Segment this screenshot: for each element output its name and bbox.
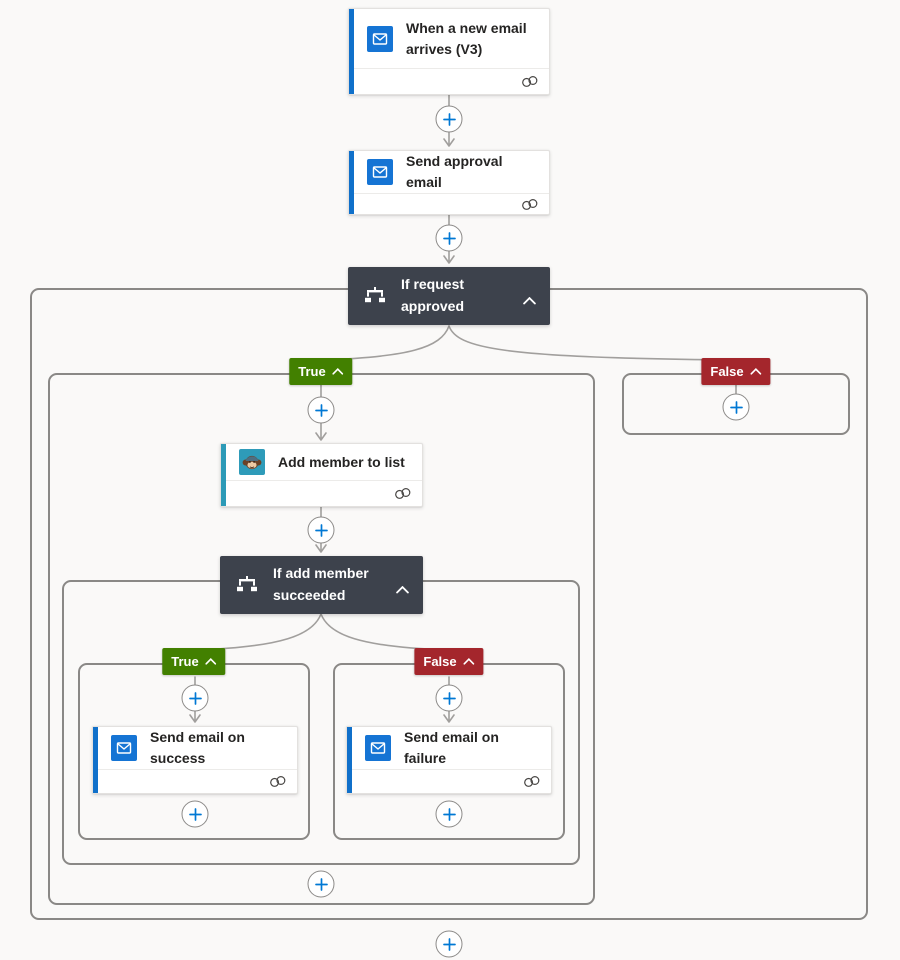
condition-title: If request approved <box>401 276 465 314</box>
connection-link-icon[interactable] <box>523 775 541 788</box>
card-accent-bar <box>221 444 226 506</box>
card-accent-bar <box>349 9 354 94</box>
true-branch-badge-inner[interactable]: True <box>162 648 226 675</box>
insert-step-button[interactable] <box>181 684 209 712</box>
chevron-up-icon[interactable] <box>523 292 536 305</box>
chevron-up-icon <box>205 658 217 665</box>
mailchimp-icon <box>239 449 265 475</box>
insert-step-button[interactable] <box>307 516 335 544</box>
badge-label: False <box>710 364 744 379</box>
add-member-to-list-card[interactable]: Add member to list <box>220 443 423 507</box>
connection-link-icon[interactable] <box>394 487 412 500</box>
chevron-up-icon[interactable] <box>396 581 409 594</box>
insert-step-button[interactable] <box>435 930 463 958</box>
insert-step-button[interactable] <box>307 870 335 898</box>
send-email-on-success-card[interactable]: Send email on success <box>92 726 298 794</box>
badge-label: False <box>423 654 457 669</box>
outlook-mail-icon <box>367 159 393 185</box>
condition-branch-icon <box>236 576 258 594</box>
outlook-mail-icon <box>365 735 391 761</box>
insert-step-button[interactable] <box>435 684 463 712</box>
card-accent-bar <box>347 727 352 793</box>
insert-step-button[interactable] <box>435 800 463 828</box>
card-title: Send email on success <box>150 729 245 766</box>
chevron-up-icon <box>463 658 475 665</box>
insert-step-button[interactable] <box>181 800 209 828</box>
insert-step-button[interactable] <box>435 105 463 133</box>
condition-branch-icon <box>364 287 386 305</box>
card-accent-bar <box>349 151 354 214</box>
false-branch-badge-inner[interactable]: False <box>414 648 484 675</box>
true-branch-badge-outer[interactable]: True <box>289 358 353 385</box>
outlook-mail-icon <box>367 25 393 52</box>
card-accent-bar <box>93 727 98 793</box>
trigger-card[interactable]: When a new email arrives (V3) <box>348 8 550 95</box>
card-title: Add member to list <box>278 453 405 470</box>
condition-card-add-member-succeeded[interactable]: If add member succeeded <box>220 556 423 614</box>
connection-link-icon[interactable] <box>269 775 287 788</box>
insert-step-button[interactable] <box>435 224 463 252</box>
card-title: When a new email arrives (V3) <box>406 19 527 57</box>
badge-label: True <box>298 364 326 379</box>
chevron-up-icon <box>750 368 762 375</box>
connection-link-icon[interactable] <box>521 198 539 211</box>
false-branch-badge-outer[interactable]: False <box>701 358 771 385</box>
chevron-up-icon <box>332 368 344 375</box>
card-title: Send approval email <box>406 153 503 190</box>
insert-step-button[interactable] <box>722 393 750 421</box>
condition-card-request-approved[interactable]: If request approved <box>348 267 550 325</box>
insert-step-button[interactable] <box>307 396 335 424</box>
card-title: Send email on failure <box>404 729 499 766</box>
connection-link-icon[interactable] <box>521 75 539 88</box>
condition-title: If add member succeeded <box>273 565 369 603</box>
badge-label: True <box>171 654 199 669</box>
outlook-mail-icon <box>111 735 137 761</box>
send-email-on-failure-card[interactable]: Send email on failure <box>346 726 552 794</box>
send-approval-email-card[interactable]: Send approval email <box>348 150 550 215</box>
